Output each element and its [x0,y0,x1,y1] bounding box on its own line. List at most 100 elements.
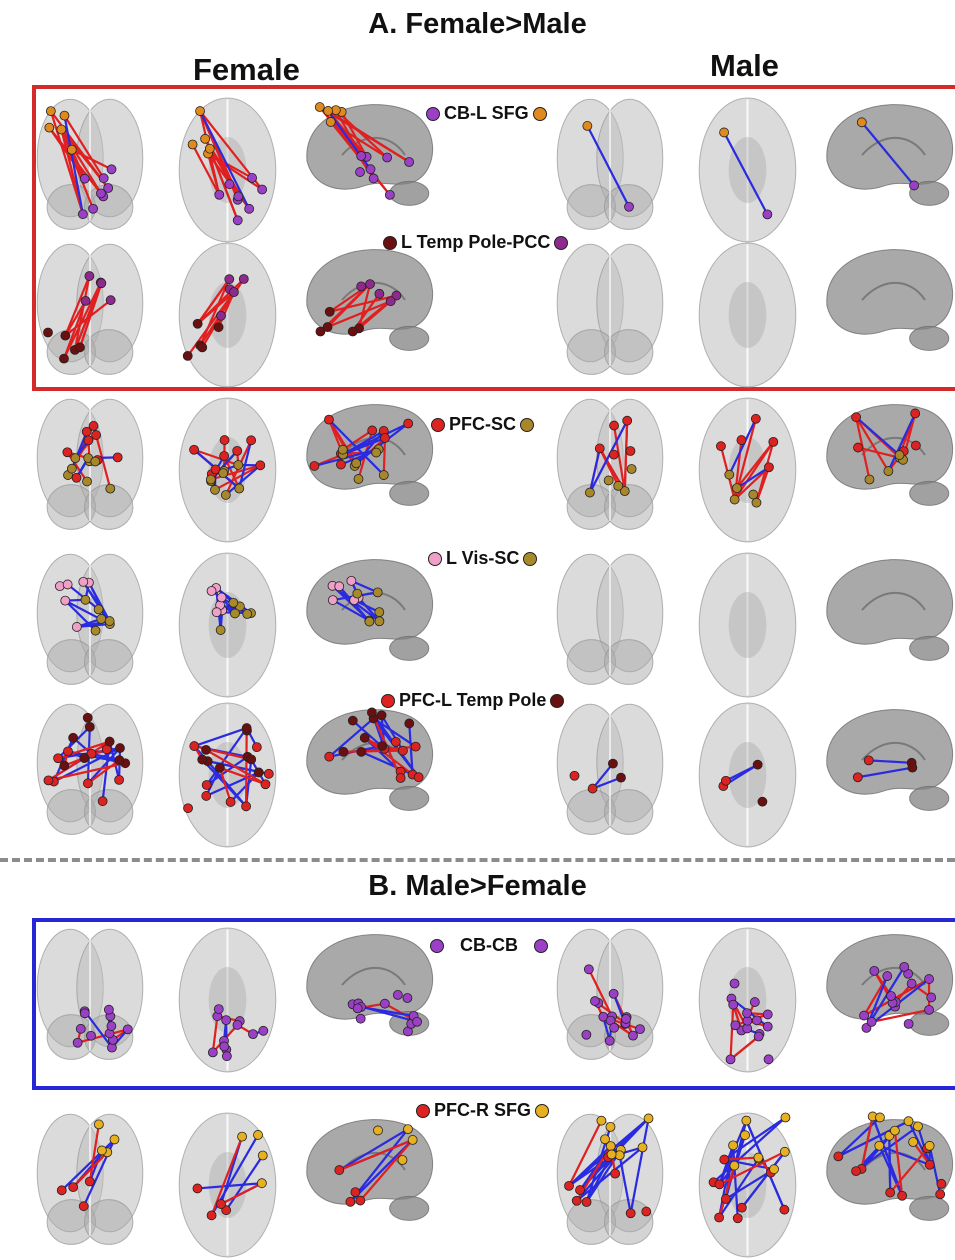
brain-node [720,128,729,137]
brain-panel-pfc-rsfg-male-coronal [555,1110,665,1250]
brain-render [555,95,665,235]
brain-node [758,797,767,806]
brain-node [904,1117,913,1126]
brain-node [196,107,205,116]
brain-node [870,966,879,975]
brain-node [315,103,324,112]
right-node-dot [520,418,534,432]
brain-node [854,443,863,452]
brain-node [907,979,916,988]
brain-node [198,755,207,764]
brain-node [83,779,92,788]
brain-node [405,719,414,728]
brain-node [43,328,52,337]
brain-panel-pfc-ltemp-male-coronal [555,700,665,840]
brain-node [398,1156,407,1165]
brain-node [385,190,394,199]
brain-node [67,464,76,473]
brain-node [383,153,392,162]
brain-node [367,708,376,717]
brain-panel-cb-cb-female-axial [175,925,280,1075]
brain-outline [179,553,276,697]
brain-node [353,589,362,598]
brain-node [202,781,211,790]
brain-node [208,1048,217,1057]
brain-node [325,752,334,761]
brain-node [105,737,114,746]
brain-render [35,700,145,840]
brain-node [198,343,207,352]
brain-node [221,490,230,499]
brain-node [354,474,363,483]
brain-node [741,1131,750,1140]
brain-node [222,1052,231,1061]
brain-node [373,1126,382,1135]
brain-node [215,190,224,199]
brain-node [85,722,94,731]
brain-render [175,395,280,545]
brain-node [45,123,54,132]
brain-node [242,724,251,733]
brain-node [234,461,243,470]
brain-node [753,760,762,769]
brain-node [357,152,366,161]
brain-render [555,550,665,690]
brain-node [61,331,70,340]
brain-node [572,1196,581,1205]
brain-node [875,1113,884,1122]
right-node-dot [523,552,537,566]
brain-node [937,1179,946,1188]
brain-render [35,550,145,690]
brain-panel-ltemp-pcc-male-coronal [555,240,665,380]
brain-node [611,1169,620,1178]
brain-node [230,609,239,618]
brain-panel-pfc-sc-male-axial [695,395,800,545]
brain-node [610,421,619,430]
brain-node [853,773,862,782]
brain-node [730,1161,739,1170]
brain-node [215,763,224,772]
brain-outline [557,99,663,229]
brain-node [627,465,636,474]
brain-node [750,998,759,1007]
brain-render [175,925,280,1075]
brain-panel-pfc-rsfg-female-coronal [35,1110,145,1250]
brain-node [259,1026,268,1035]
brain-node [729,1141,738,1150]
brain-node [604,476,613,485]
brain-panel-pfc-rsfg-female-sagittal [300,1110,440,1230]
brain-render [35,925,145,1065]
brain-panel-pfc-ltemp-male-axial [695,700,800,850]
brain-node [243,609,252,618]
brain-node [368,426,377,435]
brain-node [63,747,72,756]
brain-panel-pfc-sc-male-sagittal [820,395,955,515]
brain-render [175,1110,280,1260]
brain-node [925,1005,934,1014]
brain-render [35,1110,145,1250]
brain-node [328,596,337,605]
brain-node [107,165,116,174]
brain-render [300,700,440,820]
brain-node [729,1000,738,1009]
brain-node [642,1207,651,1216]
brain-node [348,327,357,336]
brain-node [335,582,344,591]
brain-node [865,475,874,484]
brain-node [324,415,333,424]
brain-node [357,282,366,291]
brain-node [730,979,739,988]
brain-node [115,775,124,784]
brain-node [60,111,69,120]
brain-node [605,1036,614,1045]
brain-node [607,1150,616,1159]
brain-outline [37,554,143,684]
brain-panel-pfc-rsfg-female-axial [175,1110,280,1260]
brain-node [911,409,920,418]
brain-node [576,1186,585,1195]
brain-node [214,1005,223,1014]
brain-render [300,95,440,215]
brain-node [97,279,106,288]
brain-node [214,323,223,332]
brain-render [35,395,145,535]
